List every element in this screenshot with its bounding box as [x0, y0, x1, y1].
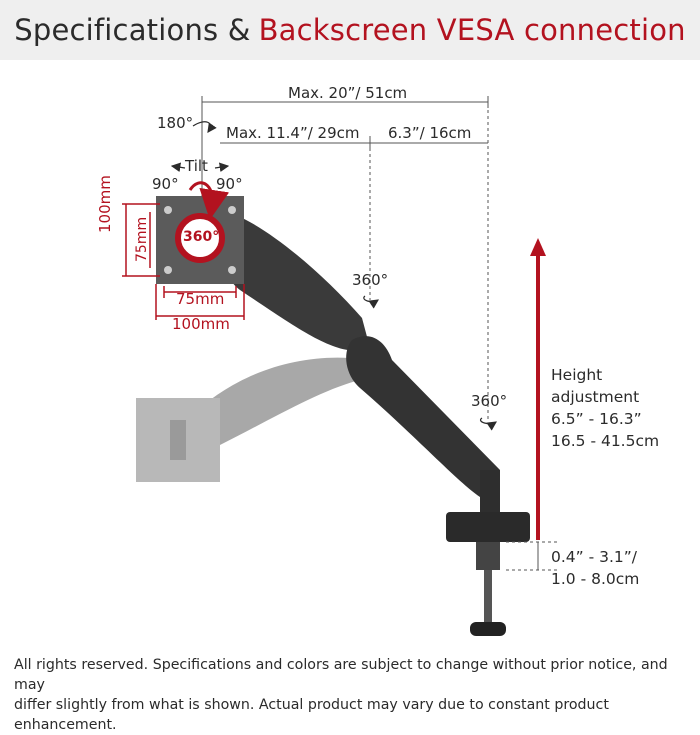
height-range-in: 6.5” - 16.3” [551, 410, 642, 428]
clamp-range-text: 0.4” - 3.1”/ 1.0 - 8.0cm [551, 546, 639, 590]
height-arrow [530, 238, 546, 540]
clamp-screw [484, 570, 492, 625]
height-adjustment-text: Height adjustment 6.5” - 16.3” 16.5 - 41… [551, 364, 659, 452]
tilt-label: Tilt [185, 157, 208, 175]
ghost-arm [136, 357, 360, 482]
top-swivel-label: 180° [157, 114, 194, 132]
clamp-range-in: 0.4” - 3.1”/ [551, 548, 638, 566]
clamp-range-cm: 1.0 - 8.0cm [551, 570, 640, 588]
upper-arm [219, 210, 370, 351]
tilt-right-label: 90° [216, 175, 243, 193]
disclaimer-line-1: All rights reserved. Specifications and … [14, 657, 668, 693]
page-header: Specifications & Backscreen VESA connect… [0, 0, 700, 60]
title-right: Backscreen VESA connection [258, 13, 686, 47]
base [446, 512, 530, 542]
lower-arm [346, 336, 500, 500]
mid-swivel-label: 360° [352, 271, 389, 289]
monitor-arm-diagram [122, 96, 560, 636]
disclaimer-line-2: differ slightly from what is shown. Actu… [14, 697, 609, 733]
height-title-2: adjustment [551, 388, 640, 406]
clamp-knob [470, 622, 506, 636]
clamp-body [476, 542, 500, 570]
rotate-360-label: 360° [183, 229, 220, 245]
max-reach-label: Max. 20”/ 51cm [288, 84, 408, 102]
clamp-dimensions [506, 541, 560, 571]
vesa-horizontal-outer: 100mm [172, 315, 230, 333]
base-swivel-label: 360° [471, 392, 508, 410]
vesa-vertical-outer: 100mm [96, 175, 114, 233]
title-left: Specifications & [14, 13, 251, 47]
max-inner-label: Max. 11.4”/ 29cm [226, 124, 360, 142]
disclaimer: All rights reserved. Specifications and … [14, 655, 694, 735]
vesa-horizontal-inner: 75mm [176, 290, 225, 308]
height-range-cm: 16.5 - 41.5cm [551, 432, 660, 450]
post [480, 470, 500, 520]
vesa-dimensions [122, 203, 245, 320]
main-arm [219, 210, 530, 636]
swivel-arrows [363, 295, 497, 431]
tilt-arrows [170, 121, 230, 220]
height-title-1: Height [551, 366, 603, 384]
vesa-vertical-inner: 75mm [134, 216, 150, 262]
tilt-left-label: 90° [152, 175, 179, 193]
outer-segment-label: 6.3”/ 16cm [388, 124, 472, 142]
